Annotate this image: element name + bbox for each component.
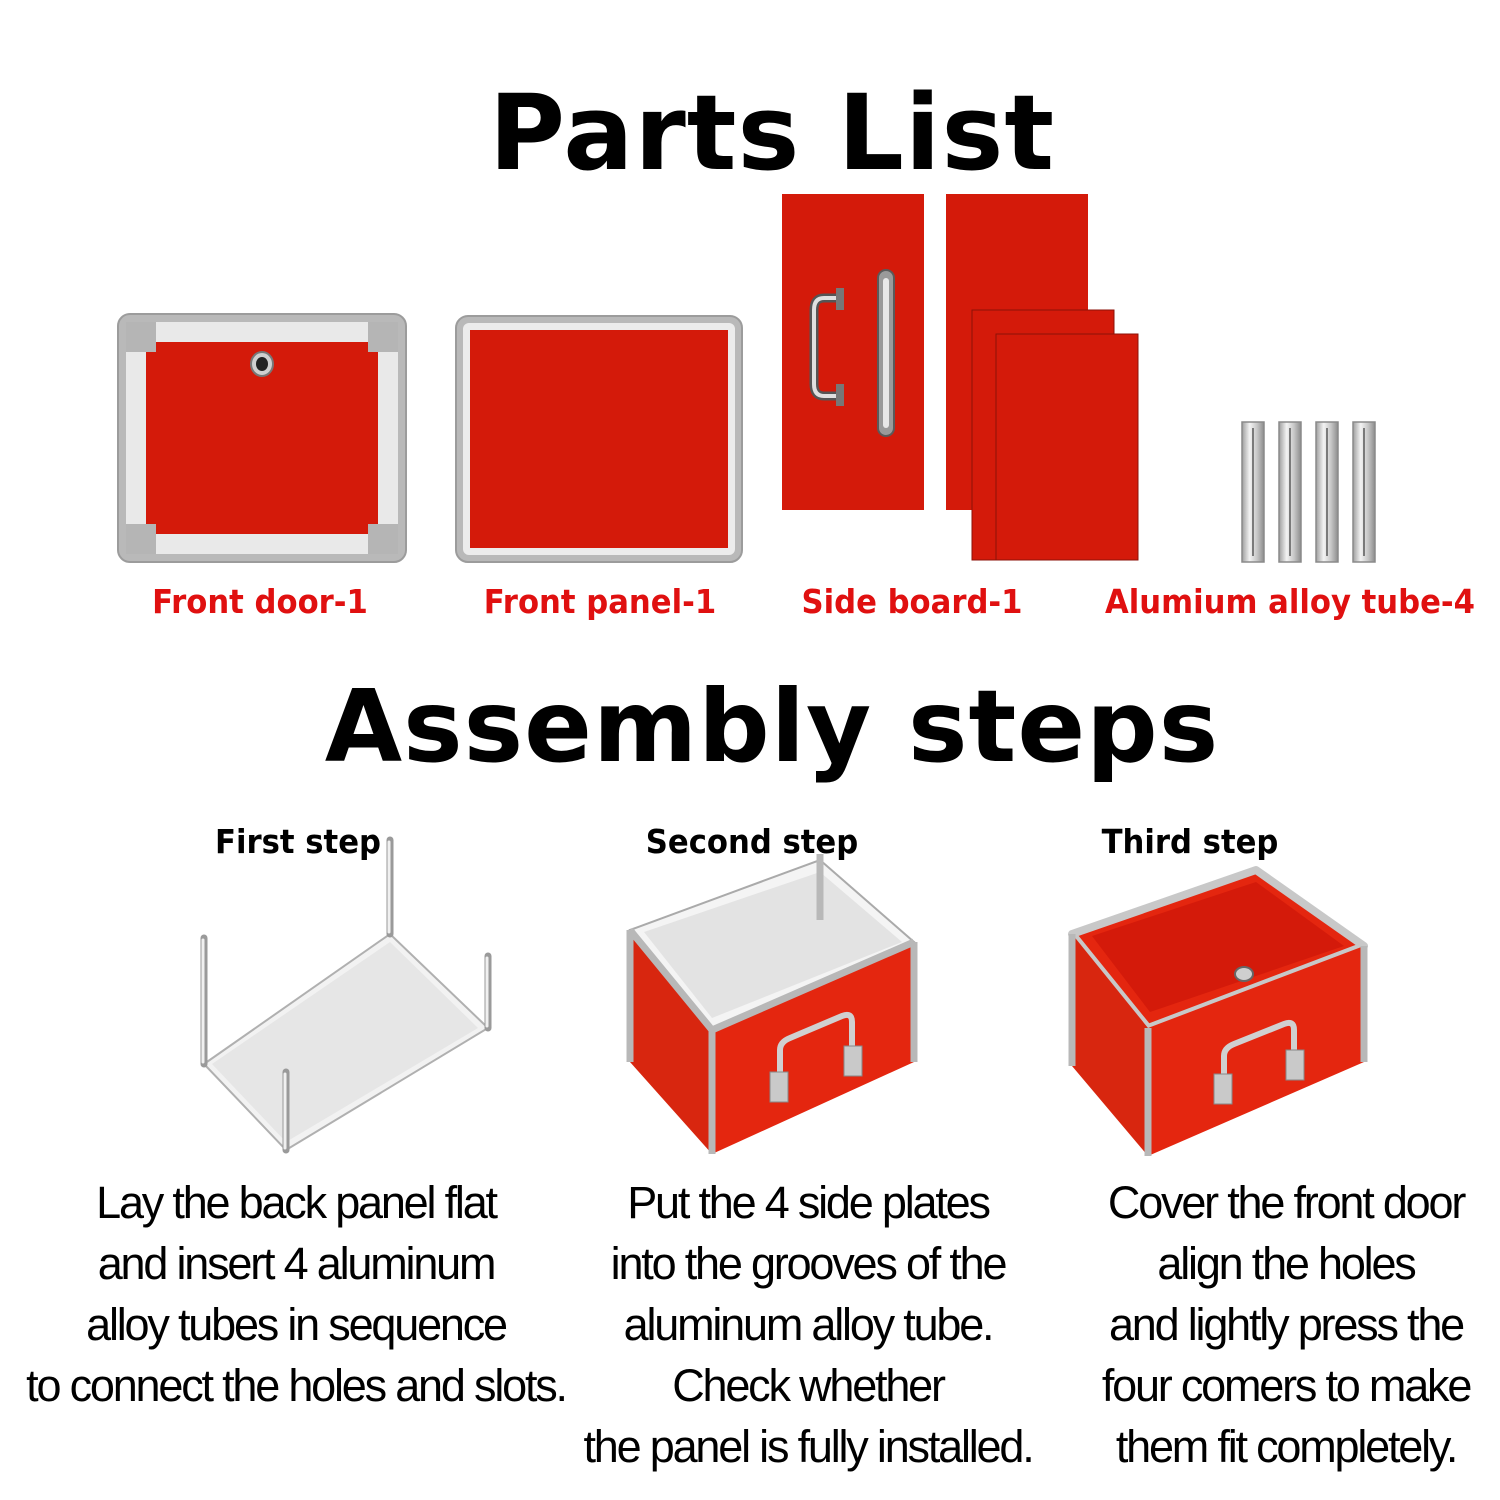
- description-line: four comers to make: [1101, 1360, 1473, 1411]
- description-line: Put the 4 side plates: [627, 1177, 991, 1228]
- description-line: align the holes: [1157, 1238, 1416, 1289]
- side-board-image: [782, 194, 1139, 561]
- part-label-front-panel: Front panel-1: [483, 582, 717, 621]
- description-line: them fit completely.: [1115, 1421, 1459, 1472]
- parts-list-title: Parts List: [488, 72, 1056, 194]
- description-line: into the grooves of the: [610, 1238, 1008, 1289]
- description-line: Cover the front door: [1107, 1177, 1466, 1228]
- step-description-second: Put the 4 side plates into the grooves o…: [583, 1172, 1035, 1477]
- part-label-front-door: Front door-1: [152, 582, 368, 621]
- second-step-image: [626, 854, 918, 1154]
- step-title-third: Third step: [1101, 822, 1279, 861]
- part-label-side-board: Side board-1: [801, 582, 1023, 621]
- step-title-first: First step: [215, 822, 381, 861]
- front-panel-image: [455, 315, 743, 563]
- description-line: Check whether: [672, 1360, 946, 1411]
- alloy-tubes-image: [1241, 421, 1376, 563]
- first-step-image: [200, 836, 492, 1154]
- front-door-image: [117, 313, 407, 563]
- description-line: alloy tubes in sequence: [86, 1299, 508, 1350]
- description-line: Lay the back panel flat: [96, 1177, 498, 1228]
- description-line: to connect the holes and slots.: [26, 1360, 568, 1411]
- part-label-alloy-tube: Alumium alloy tube-4: [1104, 582, 1476, 621]
- step-description-third: Cover the front door align the holes and…: [1101, 1172, 1473, 1477]
- description-line: aluminum alloy tube.: [623, 1299, 995, 1350]
- third-step-image: [1068, 866, 1368, 1156]
- step-description-first: Lay the back panel flat and insert 4 alu…: [26, 1172, 568, 1416]
- description-line: the panel is fully installed.: [583, 1421, 1035, 1472]
- description-line: and insert 4 aluminum: [97, 1238, 497, 1289]
- description-line: and lightly press the: [1108, 1299, 1465, 1350]
- assembly-steps-title: Assembly steps: [324, 668, 1220, 785]
